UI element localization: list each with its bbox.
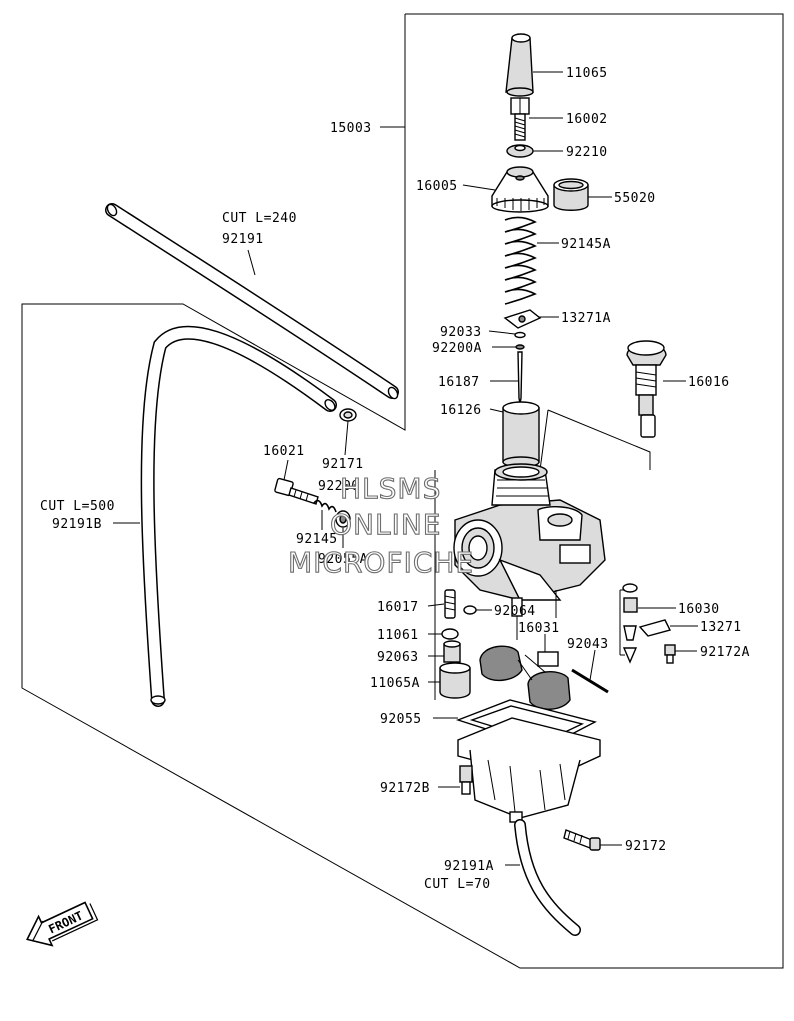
- label-11065a: 11065A: [370, 676, 420, 691]
- cap-11065: [505, 33, 534, 97]
- label-16126: 16126: [440, 403, 482, 418]
- cut-note-500: CUT L=500: [40, 499, 115, 514]
- washer-92200a: [515, 344, 525, 350]
- hose-92191: [105, 203, 399, 400]
- part-labels: 11065 16002 92210 15003 16005 55020 9214…: [40, 66, 750, 892]
- cut-note-240: CUT L=240: [222, 211, 297, 226]
- label-16002: 16002: [566, 112, 608, 127]
- hose-92191a: [514, 819, 581, 936]
- label-16005: 16005: [416, 179, 458, 194]
- cap-55020: [553, 178, 589, 211]
- label-55020: 55020: [614, 191, 656, 206]
- label-13271a: 13271A: [561, 311, 611, 326]
- label-16017: 16017: [377, 600, 419, 615]
- label-16031: 16031: [518, 621, 560, 636]
- pin-13271: [638, 619, 672, 637]
- clamp-92171: [339, 408, 357, 422]
- float-bowl: [457, 717, 601, 823]
- needle-16187: [517, 351, 523, 405]
- label-92145: 92145: [296, 532, 338, 547]
- leader-lines: [113, 71, 698, 866]
- top-16005: [491, 166, 549, 213]
- label-92172a: 92172A: [700, 645, 750, 660]
- watermark-line-2: ONLINE: [330, 508, 441, 541]
- hose-92191b: [140, 325, 337, 707]
- float-valve-16030: [622, 583, 638, 664]
- front-arrow: FRONT: [26, 901, 99, 947]
- clip-92033: [514, 331, 526, 339]
- label-92172: 92172: [625, 839, 667, 854]
- jet-16017: [444, 589, 456, 619]
- carburetor-body: [453, 463, 606, 640]
- oring-92055a: [335, 510, 351, 528]
- label-11061: 11061: [377, 628, 419, 643]
- plug-11065a: [439, 662, 471, 699]
- float-16031: [479, 645, 571, 710]
- label-92210: 92210: [566, 145, 608, 160]
- label-16030: 16030: [678, 602, 720, 617]
- label-92191a: 92191A: [444, 859, 494, 874]
- watermark-line-1: HLSMS: [340, 472, 441, 505]
- label-92200a: 92200A: [432, 341, 482, 356]
- label-13271: 13271: [700, 620, 742, 635]
- spring-92145: [313, 499, 337, 513]
- frame-right-assembly: [21, 13, 784, 969]
- label-92064: 92064: [494, 604, 536, 619]
- plate-13271a: [503, 309, 542, 329]
- label-92191: 92191: [222, 232, 264, 247]
- ring-11061: [441, 628, 459, 640]
- nut-92210: [506, 144, 534, 158]
- label-16021: 16021: [263, 444, 305, 459]
- adjuster-16002: [510, 97, 530, 141]
- valve-16126: [502, 401, 540, 468]
- screw-92172: [563, 829, 601, 851]
- pin-92043: [571, 668, 609, 694]
- choke-16016: [626, 340, 667, 438]
- label-16187: 16187: [438, 375, 480, 390]
- label-15003: 15003: [330, 121, 372, 136]
- label-92191b: 92191B: [52, 517, 102, 532]
- watermark: HLSMS ONLINE MICROFICHE: [287, 471, 474, 579]
- label-92033: 92033: [440, 325, 482, 340]
- spring-92145a: [504, 216, 537, 305]
- label-92200: 92200: [318, 479, 360, 494]
- watermark-line-3: MICROFICHE: [288, 546, 474, 579]
- screw-92172b: [459, 765, 473, 795]
- cut-note-70: CUT L=70: [424, 877, 491, 892]
- nut-92063: [443, 640, 461, 663]
- label-92055: 92055: [380, 712, 422, 727]
- screw-16021: [274, 477, 319, 505]
- label-92043: 92043: [567, 637, 609, 652]
- label-92145a: 92145A: [561, 237, 611, 252]
- label-92171: 92171: [322, 457, 364, 472]
- label-92055a: 92055A: [318, 552, 368, 567]
- label-92172b: 92172B: [380, 781, 430, 796]
- screw-92172a: [664, 644, 676, 664]
- label-11065: 11065: [566, 66, 608, 81]
- label-16016: 16016: [688, 375, 730, 390]
- washer-92064: [463, 605, 477, 615]
- frame-carb-bracket: [547, 409, 651, 470]
- label-92063: 92063: [377, 650, 419, 665]
